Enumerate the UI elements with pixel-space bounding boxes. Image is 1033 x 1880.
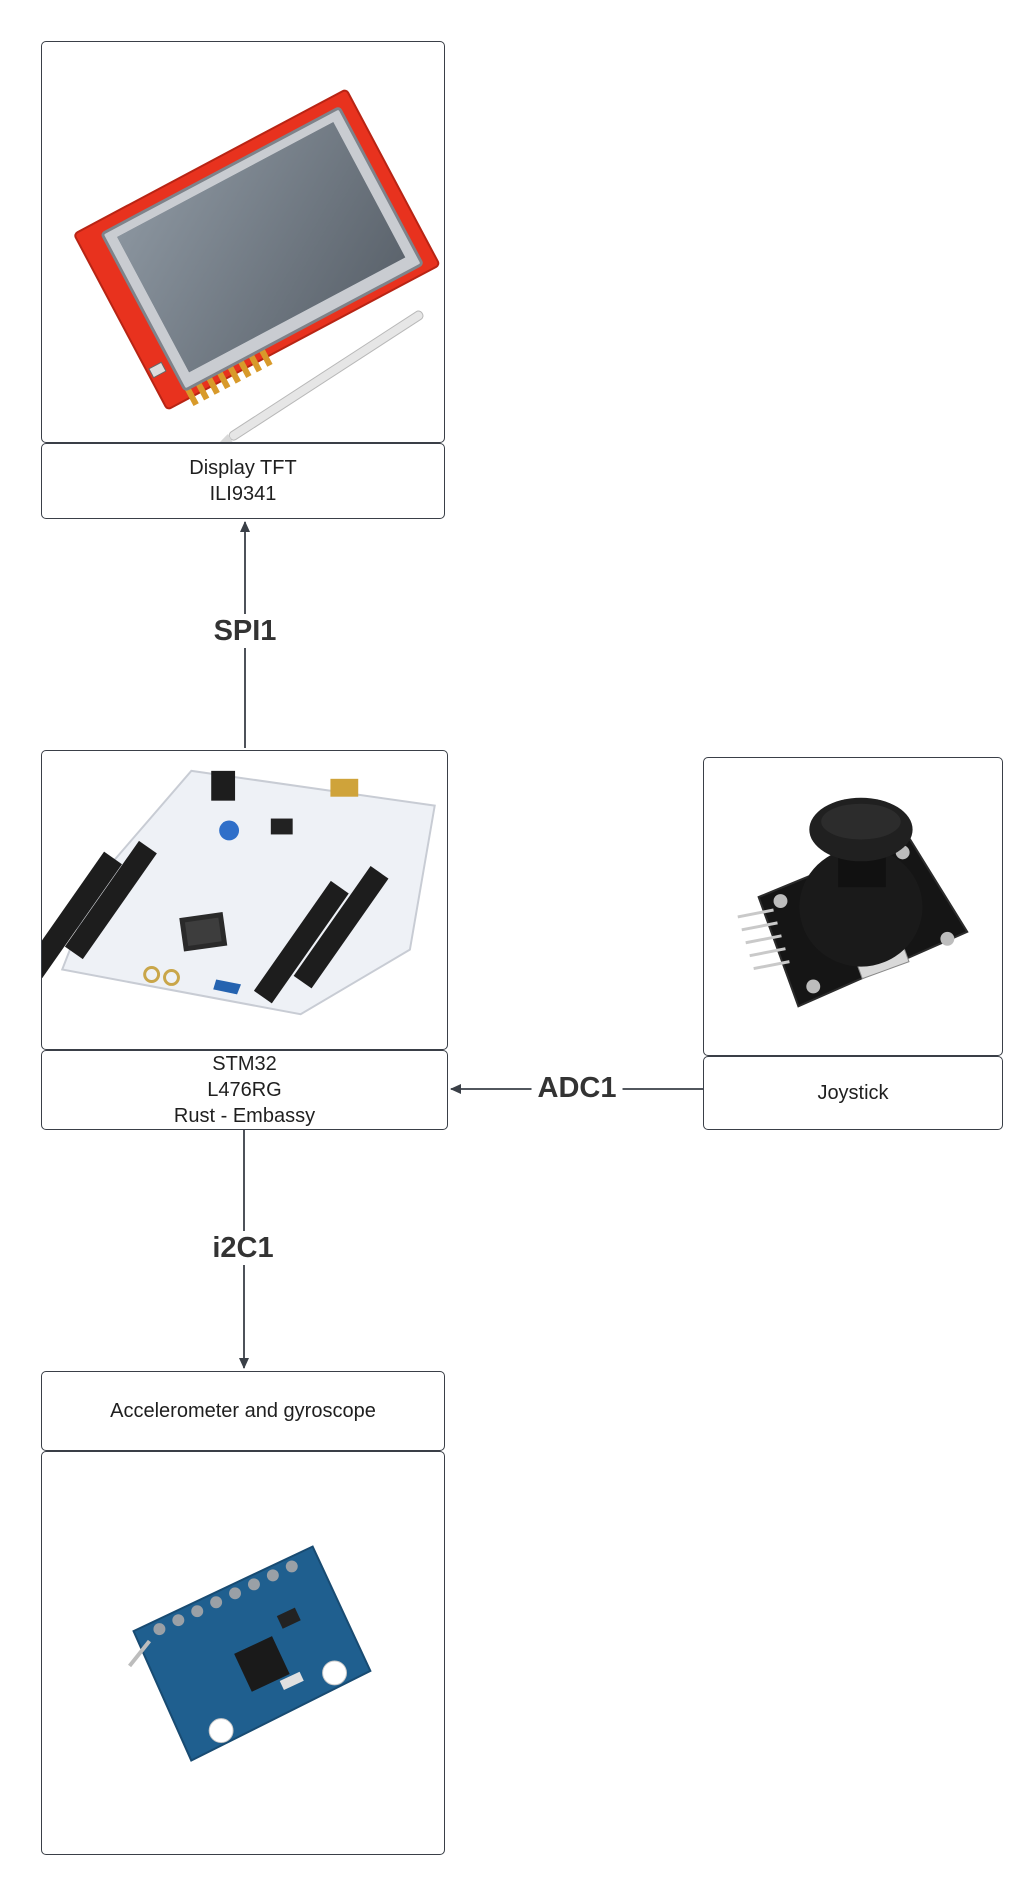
nucleo-board-image (42, 769, 436, 1016)
i2c-label: i2C1 (206, 1231, 280, 1265)
display-model: ILI9341 (209, 483, 277, 505)
joystick-label-box: Joystick (703, 1056, 1003, 1130)
imu-module-image (128, 1545, 372, 1762)
mcu-firmware: Rust - Embassy (173, 1105, 316, 1127)
adc-label: ADC1 (531, 1071, 623, 1105)
tft-display-image (74, 89, 440, 442)
imu-image-panel (41, 1451, 445, 1855)
mcu-model: L476RG (207, 1079, 282, 1101)
display-title: Display TFT (189, 457, 297, 479)
imu-label-box: Accelerometer and gyroscope (41, 1371, 445, 1451)
mcu-label-box: STM32 L476RG Rust - Embassy (41, 1050, 448, 1130)
spi-label: SPI1 (207, 614, 283, 648)
joystick-image-panel (703, 757, 1003, 1056)
display-image-panel (41, 41, 445, 443)
joystick-module-image (737, 797, 969, 1008)
imu-title: Accelerometer and gyroscope (110, 1400, 376, 1422)
display-label-box: Display TFT ILI9341 (41, 443, 445, 519)
joystick-title: Joystick (817, 1082, 889, 1104)
mcu-family: STM32 (212, 1053, 277, 1075)
mcu-image-panel (41, 750, 448, 1050)
